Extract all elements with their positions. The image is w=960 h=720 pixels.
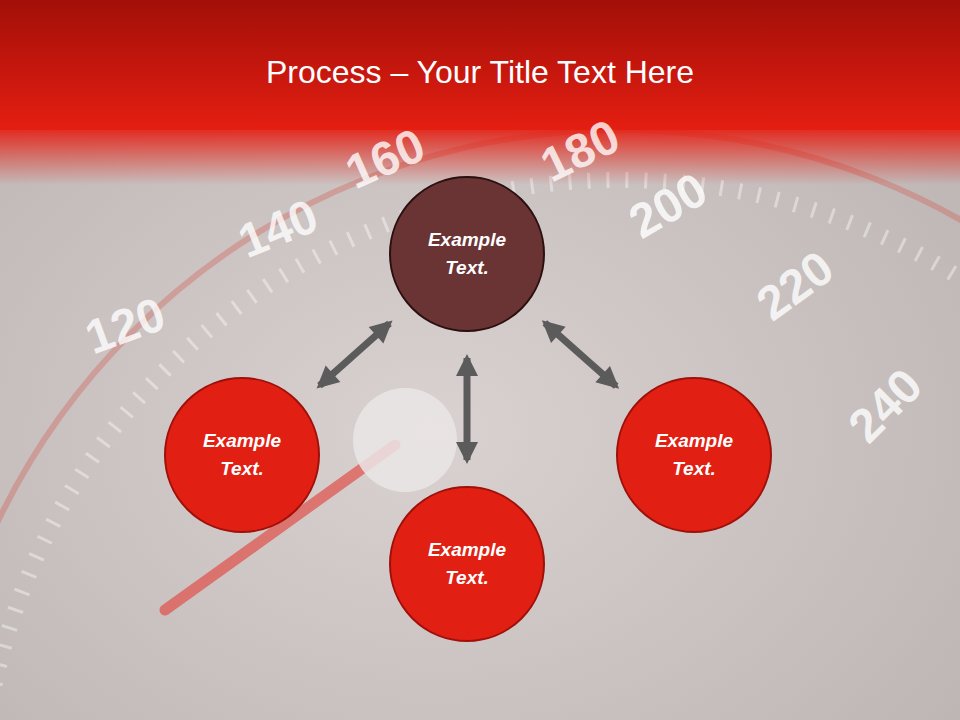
node-text: Example Text.	[639, 427, 749, 484]
node-text: Example Text.	[187, 427, 297, 484]
circle-shape	[390, 487, 544, 641]
circle-shape	[390, 177, 544, 331]
header-band	[0, 0, 960, 130]
process-circle: Example Text.	[164, 377, 320, 533]
circle-shape	[617, 378, 771, 532]
slide-title: Process – Your Title Text Here	[0, 54, 960, 91]
circle-outline	[389, 486, 545, 642]
needle-hub	[353, 388, 457, 492]
circle-outline	[389, 176, 545, 332]
process-circle: Example Text.	[616, 377, 772, 533]
double-arrow	[320, 323, 390, 385]
node-text: Example Text.	[412, 226, 522, 283]
header-fade	[0, 130, 960, 185]
double-arrow	[545, 323, 616, 386]
circle-outline	[164, 377, 320, 533]
process-circle: Example Text.	[389, 486, 545, 642]
dial-red-arc	[0, 130, 960, 720]
process-circle: Example Text.	[389, 176, 545, 332]
double-arrow	[464, 358, 471, 460]
node-text: Example Text.	[412, 536, 522, 593]
circle-shape	[165, 378, 319, 532]
circle-outline	[616, 377, 772, 533]
dial-ticks	[0, 180, 960, 720]
